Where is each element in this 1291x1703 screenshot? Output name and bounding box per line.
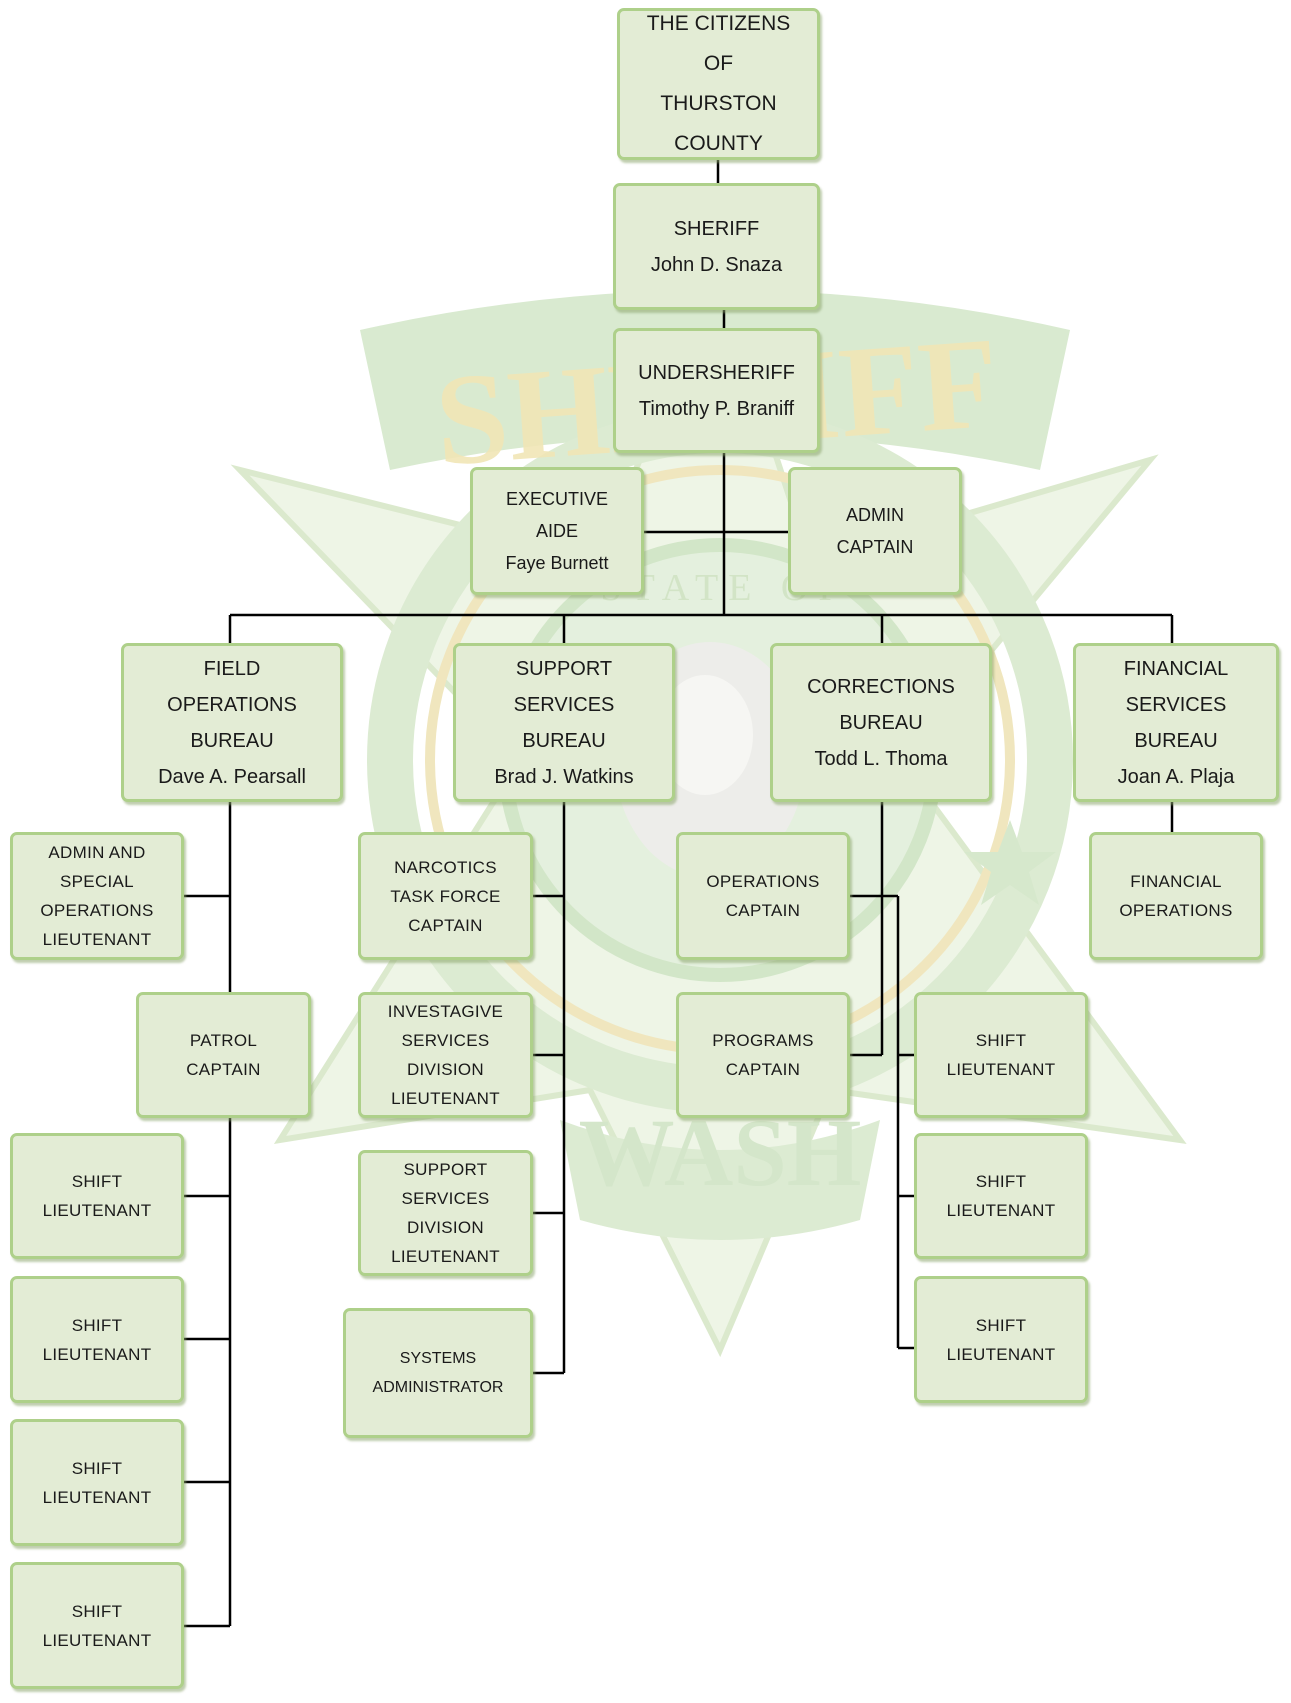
box-text-line: CORRECTIONS: [807, 675, 955, 698]
programs-captain-box: PROGRAMS CAPTAIN: [676, 992, 850, 1118]
box-text-line: OPERATIONS: [1119, 901, 1233, 920]
citizens-box: THE CITIZENS OF THURSTON COUNTY: [617, 8, 820, 160]
box-text-line: DIVISION: [406, 1218, 485, 1237]
box-text-line: FIELD: [203, 657, 261, 680]
field-shift-lieutenant-4-box: SHIFT LIEUTENANT: [10, 1562, 184, 1689]
admin-special-operations-lieutenant-box: ADMIN AND SPECIAL OPERATIONS LIEUTENANT: [10, 832, 184, 960]
corrections-bureau-box: CORRECTIONS BUREAU Todd L. Thoma: [770, 643, 992, 802]
box-text-line: PROGRAMS: [712, 1031, 814, 1050]
field-shift-lieutenant-1-box: SHIFT LIEUTENANT: [10, 1133, 184, 1259]
box-text-line: LIEUTENANT: [391, 1089, 500, 1108]
box-text-line: SHIFT: [71, 1172, 123, 1191]
box-text-line: INVESTAGIVE: [387, 1002, 504, 1021]
box-text-line: LIEUTENANT: [946, 1060, 1056, 1079]
box-text-line: COUNTY: [674, 132, 763, 155]
corrections-shift-lieutenant-1-box: SHIFT LIEUTENANT: [914, 992, 1088, 1118]
financial-operations-box: FINANCIAL OPERATIONS: [1089, 832, 1263, 960]
box-text-line: LIEUTENANT: [946, 1201, 1056, 1220]
box-text-line: SHIFT: [975, 1315, 1027, 1335]
box-text-line: NARCOTICS: [394, 857, 497, 877]
box-text-line: CAPTAIN: [408, 915, 483, 935]
box-text-line: CAPTAIN: [725, 901, 801, 920]
box-text-line: CAPTAIN: [725, 1060, 801, 1079]
box-text-line: TASK FORCE: [390, 886, 501, 906]
box-text-line: PATROL: [189, 1031, 258, 1050]
box-text-line: SHIFT: [71, 1315, 123, 1335]
box-text-line: SHIFT: [71, 1458, 123, 1478]
box-text-line: SHIFT: [975, 1172, 1027, 1191]
box-text-line: SHIFT: [71, 1601, 123, 1621]
investigative-services-lieutenant-box: INVESTAGIVE SERVICES DIVISION LIEUTENANT: [358, 992, 533, 1118]
field-operations-bureau-box: FIELD OPERATIONS BUREAU Dave A. Pearsall: [121, 643, 343, 802]
box-text-line: ADMINISTRATOR: [372, 1379, 504, 1396]
corrections-shift-lieutenant-2-box: SHIFT LIEUTENANT: [914, 1133, 1088, 1259]
financial-services-bureau-box: FINANCIAL SERVICES BUREAU Joan A. Plaja: [1073, 643, 1279, 802]
box-text-line: CAPTAIN: [186, 1060, 261, 1079]
box-text-line: Dave A. Pearsall: [158, 765, 306, 788]
box-text-line: SERVICES: [401, 1031, 490, 1050]
box-text-line: SERVICES: [1125, 693, 1227, 716]
box-text-line: LIEUTENANT: [42, 1487, 152, 1507]
operations-captain-box: OPERATIONS CAPTAIN: [676, 832, 850, 960]
box-text-line: Faye Burnett: [505, 553, 609, 573]
patrol-captain-box: PATROL CAPTAIN: [136, 992, 311, 1118]
box-text-line: BUREAU: [839, 711, 923, 734]
field-shift-lieutenant-3-box: SHIFT LIEUTENANT: [10, 1419, 184, 1546]
box-text-line: LIEUTENANT: [42, 1630, 152, 1650]
box-text-line: SHIFT: [975, 1031, 1027, 1050]
box-text-line: Brad J. Watkins: [494, 765, 634, 788]
box-text-line: John D. Snaza: [650, 253, 783, 276]
box-text-line: SERVICES: [513, 693, 615, 716]
box-text-line: SUPPORT: [403, 1160, 488, 1179]
field-shift-lieutenant-2-box: SHIFT LIEUTENANT: [10, 1276, 184, 1403]
box-text-line: LIEUTENANT: [42, 930, 152, 949]
box-text-line: ADMIN AND: [48, 843, 146, 862]
box-text-line: FINANCIAL: [1130, 872, 1222, 891]
undersheriff-box: UNDERSHERIFF Timothy P. Braniff: [613, 328, 820, 453]
narcotics-task-force-captain-box: NARCOTICS TASK FORCE CAPTAIN: [358, 832, 533, 960]
box-text-line: LIEUTENANT: [391, 1247, 500, 1266]
support-services-division-lieutenant-box: SUPPORT SERVICES DIVISION LIEUTENANT: [358, 1150, 533, 1276]
box-text-line: BUREAU: [1134, 729, 1218, 752]
box-text-line: AIDE: [535, 521, 578, 541]
box-text-line: CAPTAIN: [836, 537, 914, 557]
systems-administrator-box: SYSTEMS ADMINISTRATOR: [343, 1308, 533, 1438]
box-text-line: SERVICES: [401, 1189, 490, 1208]
sheriff-box: SHERIFF John D. Snaza: [613, 183, 820, 310]
box-text-line: ADMIN: [846, 505, 904, 525]
box-text-line: SYSTEMS: [399, 1350, 477, 1367]
executive-aide-box: EXECUTIVE AIDE Faye Burnett: [470, 467, 644, 595]
box-text-line: LIEUTENANT: [946, 1344, 1056, 1364]
box-text-line: DIVISION: [406, 1060, 485, 1079]
box-text-line: Todd L. Thoma: [814, 747, 948, 770]
box-text-line: FINANCIAL: [1123, 657, 1229, 680]
box-text-line: Joan A. Plaja: [1117, 765, 1235, 788]
badge-small-star: [964, 820, 1056, 905]
badge-bottom-ribbon: [560, 1120, 880, 1240]
box-text-line: BUREAU: [522, 729, 606, 752]
box-text-line: OF: [703, 52, 734, 75]
box-text-line: SPECIAL: [60, 872, 134, 891]
box-text-line: LIEUTENANT: [42, 1344, 152, 1364]
box-text-line: LIEUTENANT: [42, 1201, 152, 1220]
box-text-line: OPERATIONS: [706, 872, 820, 891]
box-text-line: EXECUTIVE: [505, 489, 609, 509]
admin-captain-box: ADMIN CAPTAIN: [788, 467, 962, 595]
box-text-line: THE CITIZENS: [646, 12, 791, 35]
box-text-line: THURSTON: [660, 92, 777, 115]
box-text-line: OPERATIONS: [40, 901, 154, 920]
box-text-line: UNDERSHERIFF: [638, 361, 795, 384]
box-text-line: SUPPORT: [515, 657, 613, 680]
corrections-shift-lieutenant-3-box: SHIFT LIEUTENANT: [914, 1276, 1088, 1403]
box-text-line: OPERATIONS: [167, 693, 297, 716]
box-text-line: Timothy P. Braniff: [638, 397, 795, 420]
box-text-line: SHERIFF: [673, 217, 760, 240]
support-services-bureau-box: SUPPORT SERVICES BUREAU Brad J. Watkins: [453, 643, 675, 802]
box-text-line: BUREAU: [190, 729, 274, 752]
